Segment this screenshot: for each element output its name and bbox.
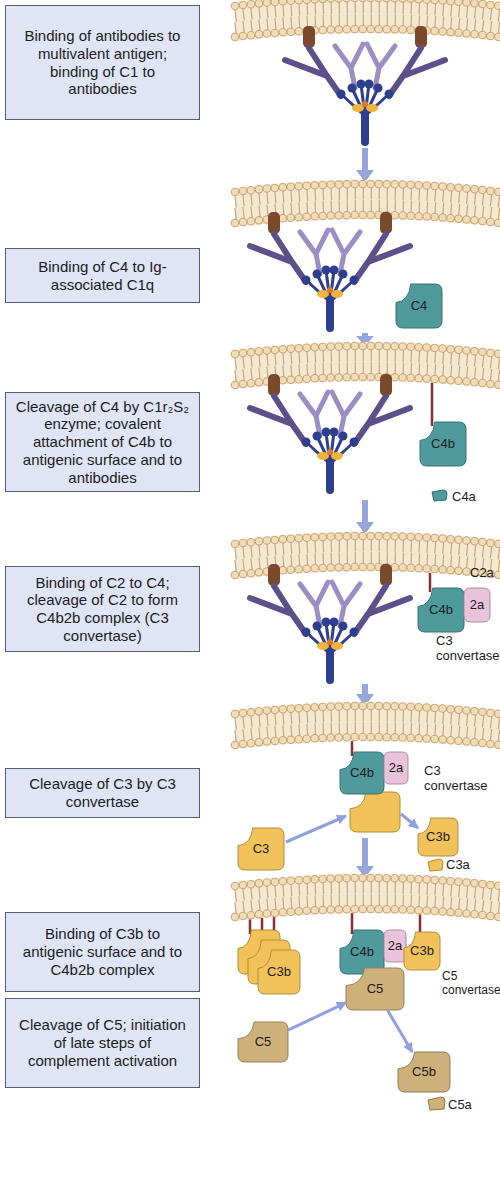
protein-outline — [238, 828, 284, 870]
fragment-label: C5a — [448, 1098, 488, 1113]
protein-outline — [238, 1022, 288, 1062]
step-box: Binding of C3b to antigenic surface and … — [5, 912, 200, 992]
step-text: Binding of antibodies to multivalent ant… — [14, 27, 191, 98]
complement-protein: C4b — [340, 752, 384, 794]
step-box: Binding of antibodies to multivalent ant… — [5, 5, 200, 120]
protein-name: C4 — [411, 299, 428, 313]
complement-protein: C5 — [346, 968, 404, 1010]
protein-name: 2a — [388, 939, 402, 953]
antibody-c1-complex — [250, 564, 410, 680]
complement-protein: C3 — [238, 828, 284, 870]
complement-protein: C5 — [238, 1022, 288, 1062]
c5a-fragment — [428, 1097, 445, 1110]
bound-c3 — [350, 792, 400, 832]
convertase-label: C5 convertase — [442, 970, 500, 998]
complement-protein: C3b — [258, 950, 300, 994]
protein-name: 2a — [470, 598, 484, 612]
protein-name: C4b — [350, 766, 374, 780]
convertase-label: C3 convertase — [436, 634, 500, 664]
complement-protein: C4b — [420, 422, 466, 466]
protein-outline — [346, 968, 404, 1010]
step-text: Binding of C4 to Ig-associated C1q — [14, 258, 191, 293]
protein-outline — [384, 930, 406, 962]
complement-protein: C5b — [398, 1052, 450, 1092]
protein-name: C5 — [367, 982, 384, 996]
step-box: Binding of C4 to Ig-associated C1q — [5, 248, 200, 303]
protein-name: C4b — [429, 603, 453, 617]
protein-outline — [418, 588, 464, 632]
antibody-c1-complex — [250, 212, 410, 328]
cell-membrane — [235, 702, 500, 749]
step-text: Cleavage of C5; initiation of late steps… — [14, 1016, 191, 1069]
fragment-label: C3a — [446, 858, 486, 873]
protein-outline — [464, 588, 490, 622]
protein-name: C3b — [426, 830, 450, 844]
protein-name: C4b — [350, 945, 374, 959]
cell-membrane — [235, 874, 500, 921]
step-text: Binding of C3b to antigenic surface and … — [14, 925, 191, 978]
step-text: Cleavage of C4 by C1r₂S₂ enzyme; covalen… — [14, 398, 191, 486]
complement-protein: C4b — [340, 930, 384, 974]
cleavage-arrow — [286, 816, 346, 842]
cleavage-arrow — [401, 814, 418, 828]
complement-protein: 2a — [384, 930, 406, 962]
protein-name: C3 — [253, 842, 270, 856]
step-text: Cleavage of C3 by C3 convertase — [14, 775, 191, 810]
step-arrow — [356, 838, 374, 878]
protein-outline — [258, 950, 300, 994]
antibody-c1-complex — [250, 374, 410, 490]
protein-outline — [404, 932, 440, 970]
c4a-fragment — [432, 490, 447, 501]
step-arrow — [356, 500, 374, 534]
step-box: Cleavage of C5; initiation of late steps… — [5, 998, 200, 1088]
protein-outline — [418, 818, 458, 856]
step-box: Cleavage of C4 by C1r₂S₂ enzyme; covalen… — [5, 392, 200, 492]
protein-outline — [420, 422, 466, 466]
cleavage-arrow — [387, 1010, 412, 1052]
complement-protein: 2a — [384, 752, 408, 784]
complement-protein: C3b — [418, 818, 458, 856]
complement-protein: 2a — [464, 588, 490, 622]
protein-name: C5 — [255, 1035, 272, 1049]
protein-name: C5b — [412, 1065, 436, 1079]
cleavage-arrow — [288, 1003, 346, 1030]
protein-outline — [384, 752, 408, 784]
antibody-c1-complex — [285, 26, 445, 142]
complement-protein: C4 — [396, 284, 442, 328]
step-arrow — [356, 148, 374, 182]
cell-membrane — [235, 0, 500, 41]
complement-protein: C3b — [404, 932, 440, 970]
convertase-label: C3 convertase — [424, 764, 496, 794]
protein-name: 2a — [389, 761, 403, 775]
fragment-label: C2a — [470, 566, 500, 581]
protein-outline — [396, 284, 442, 328]
protein-outline — [340, 752, 384, 794]
step-text: Binding of C2 to C4; cleavage of C2 to f… — [14, 574, 191, 645]
protein-outline — [340, 930, 384, 974]
protein-outline — [398, 1052, 450, 1092]
complement-protein: C4b — [418, 588, 464, 632]
step-box: Binding of C2 to C4; cleavage of C2 to f… — [5, 566, 200, 652]
protein-name: C3b — [410, 944, 434, 958]
c3a-fragment — [428, 859, 443, 871]
protein-name: C4b — [431, 437, 455, 451]
protein-name: C3b — [267, 965, 291, 979]
fragment-label: C4a — [452, 490, 492, 505]
step-box: Cleavage of C3 by C3 convertase — [5, 768, 200, 818]
